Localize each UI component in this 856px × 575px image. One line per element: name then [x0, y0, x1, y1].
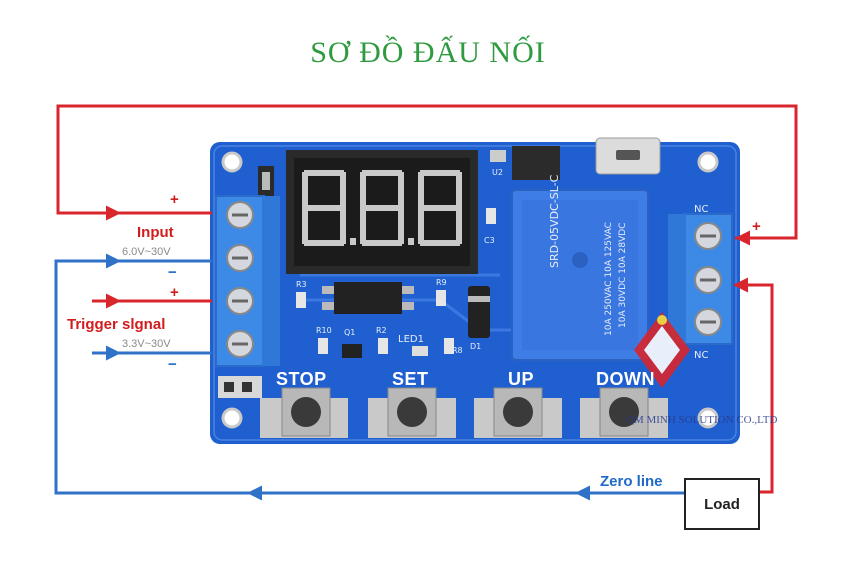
diagram-title: SƠ ĐỒ ĐẤU NỐI: [310, 36, 546, 69]
input-terminal-block: [215, 195, 280, 367]
down-button-label: DOWN: [596, 369, 655, 389]
relay-rating-2: 10A 30VDC 10A 28VDC: [618, 222, 628, 328]
up-button-label: UP: [508, 369, 535, 389]
trigger-voltage-range: 3.3V~30V: [122, 338, 171, 350]
button-stop: [260, 387, 348, 438]
minus-sign: −: [168, 264, 177, 281]
positive-input-wire: [56, 104, 798, 240]
watermark-text: QM MINH SOLUTION CO.,LTD: [626, 414, 778, 426]
voltage-regulator: [512, 146, 560, 180]
relay-rating-1: 10A 250VAC 10A 125VAC: [604, 222, 614, 336]
mount-hole: [221, 151, 243, 173]
minus-sign: −: [168, 356, 177, 373]
watermark-logo: [634, 312, 690, 388]
button-down: [580, 387, 668, 438]
diode: [468, 286, 490, 338]
silk-q1: Q1: [344, 328, 356, 337]
button-set: [368, 387, 456, 438]
plus-sign: +: [752, 218, 761, 235]
silk-r2: R2: [376, 326, 387, 335]
mount-hole: [221, 407, 243, 429]
trigger-label: Trigger slgnal: [67, 316, 166, 333]
load-wire: [735, 283, 774, 494]
silk-d1: D1: [470, 342, 482, 351]
silk-c3: C3: [484, 236, 495, 245]
silk-r8: R8: [452, 346, 463, 355]
silk-r9: R9: [436, 278, 447, 287]
negative-input-wire: [54, 259, 684, 495]
silk-nc-2: NC: [694, 350, 709, 361]
output-terminal-block: [668, 213, 733, 345]
silk-u2: U2: [492, 168, 503, 177]
input-label: Input: [137, 224, 174, 241]
stop-button-label: STOP: [276, 369, 327, 389]
load-box: Load: [684, 478, 760, 530]
mount-hole: [697, 151, 719, 173]
silk-r10: R10: [316, 326, 332, 335]
optocoupler: [334, 282, 402, 314]
silk-led1: LED1: [398, 334, 424, 345]
zero-line-label: Zero line: [600, 473, 663, 490]
button-up: [474, 387, 562, 438]
plus-sign: +: [170, 284, 179, 301]
silk-nc: NC: [694, 204, 709, 215]
relay-model-text: SRD-05VDC-SL-C: [548, 174, 561, 268]
mount-hole: [697, 407, 719, 429]
input-voltage-range: 6.0V~30V: [122, 246, 171, 258]
silk-r3: R3: [296, 280, 307, 289]
set-button-label: SET: [392, 369, 429, 389]
plus-sign: +: [170, 191, 179, 208]
